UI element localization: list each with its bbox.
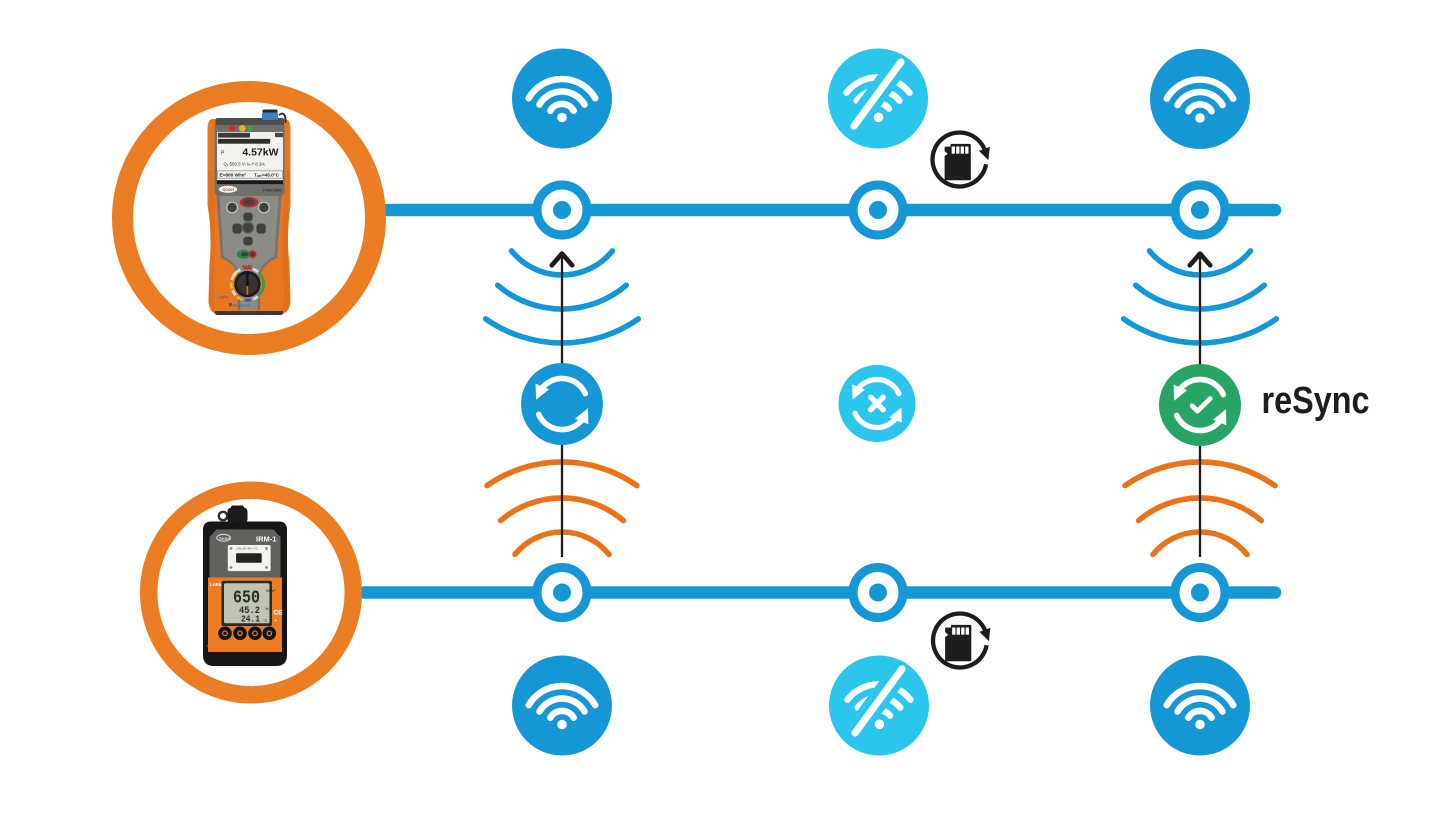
svg-text:OFF: OFF [207,643,216,648]
svg-text:Tₒₓₜ=45.0°C: Tₒₓₜ=45.0°C [254,173,280,178]
svg-text:reSync: reSync [1262,380,1370,422]
svg-text:45.2: 45.2 [239,605,260,617]
svg-text:LоRa: LоRa [218,295,229,300]
svg-text:E=800 W/m²: E=800 W/m² [220,173,247,178]
svg-text:AUTO: AUTO [242,265,252,269]
svg-text:Sоnel: Sоnel [219,536,231,541]
svg-text:4.57kW: 4.57kW [242,146,278,158]
svg-text:Sоnel: Sоnel [223,187,234,192]
svg-text:Bluetooth: Bluetooth [233,304,250,308]
svg-text:LMa-20 4Fe 7-0: LMa-20 4Fe 7-0 [236,547,258,551]
svg-text:MEM: MEM [272,643,281,648]
svg-text:%: % [265,606,269,611]
svg-text:▲: ▲ [274,618,277,622]
svg-text:W/m²: W/m² [266,588,276,593]
svg-text:LоRa: LоRa [210,582,222,587]
svg-text:CE: CE [273,610,283,617]
svg-text:Q₁ 550.5 Vₗ Iₗₙ↗ 8.3: Q₁ 550.5 Vₗ Iₗₙ↗ 8.3Aₗ [224,162,266,167]
svg-text:IRM-1: IRM-1 [256,534,276,543]
svg-text:P: P [221,151,225,157]
svg-text:°C: °C [263,618,268,623]
svg-text:PVM-1530: PVM-1530 [263,187,281,192]
svg-text:24.1: 24.1 [241,615,261,625]
svg-text:650: 650 [233,589,260,609]
